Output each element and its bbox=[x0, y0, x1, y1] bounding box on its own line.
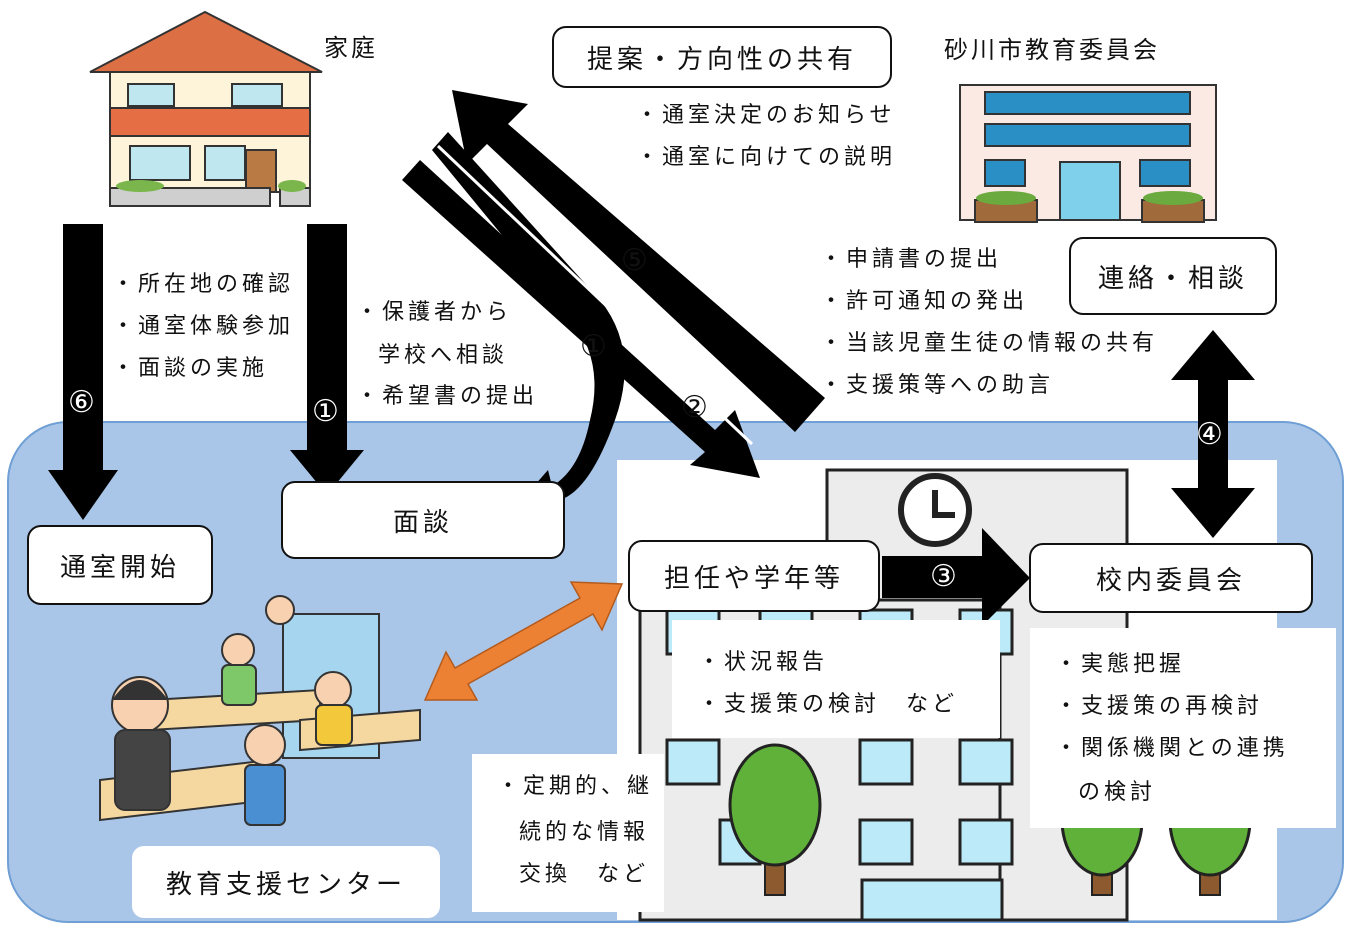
classroom-illustration bbox=[99, 595, 421, 826]
step-4-label: ④ bbox=[1196, 417, 1223, 452]
arrow-1-down bbox=[290, 224, 364, 495]
house-icon bbox=[89, 10, 323, 207]
homeroom-note-1: ・状況報告 bbox=[698, 650, 829, 675]
step-5-label: ⑤ bbox=[621, 243, 648, 278]
arrow-3 bbox=[882, 528, 1030, 626]
board-label: 砂川市教育委員会 bbox=[944, 36, 1160, 64]
board-note-2: ・許可通知の発出 bbox=[820, 289, 1029, 314]
exchange-note-2: 続的な情報 bbox=[519, 820, 650, 845]
exchange-note-1: ・定期的、継 bbox=[497, 774, 654, 799]
exchange-arrow bbox=[423, 581, 624, 701]
board-note-1: ・申請書の提出 bbox=[820, 247, 1003, 272]
arrow-5 bbox=[452, 90, 825, 432]
proposal-note-1: ・通室決定のお知らせ bbox=[636, 103, 896, 128]
homeroom-box: 担任や学年等 bbox=[628, 540, 880, 612]
step-3-label: ③ bbox=[930, 559, 957, 594]
center-label: 教育支援センター bbox=[132, 846, 440, 918]
arrow-1-curve bbox=[432, 132, 625, 520]
start-box: 通室開始 bbox=[27, 525, 213, 605]
committee-box: 校内委員会 bbox=[1029, 543, 1313, 613]
board-note-4: ・支援策等への助言 bbox=[820, 373, 1055, 398]
committee-note-3: ・関係機関との連携 bbox=[1055, 736, 1289, 761]
arrow-4 bbox=[1171, 330, 1255, 538]
step-1-curve-label: ① bbox=[580, 329, 607, 364]
board-note-3: ・当該児童生徒の情報の共有 bbox=[820, 331, 1159, 356]
exchange-note-3: 交換 など bbox=[519, 862, 650, 887]
parent-note-2: 学校へ相談 bbox=[378, 343, 509, 368]
parent-note-1: ・保護者から bbox=[356, 300, 513, 325]
start-note-1: ・所在地の確認 bbox=[112, 272, 295, 297]
proposal-note-2: ・通室に向けての説明 bbox=[636, 145, 897, 170]
parent-note-3: ・希望書の提出 bbox=[356, 384, 539, 409]
home-label: 家庭 bbox=[324, 34, 378, 62]
arrow-2-separator bbox=[436, 144, 754, 446]
step-2-label: ② bbox=[681, 390, 708, 425]
step-6-label: ⑥ bbox=[68, 385, 95, 420]
board-building-icon bbox=[959, 84, 1217, 223]
homeroom-note-panel bbox=[672, 620, 1000, 738]
arrow-6 bbox=[48, 224, 118, 520]
interview-box: 面談 bbox=[281, 481, 565, 559]
homeroom-note-2: ・支援策の検討 など bbox=[698, 692, 959, 717]
committee-note-2: ・支援策の再検討 bbox=[1055, 694, 1264, 719]
arrows bbox=[48, 90, 1255, 626]
committee-note-4: の検討 bbox=[1078, 780, 1157, 805]
contact-box: 連絡・相談 bbox=[1069, 237, 1277, 315]
committee-note-1: ・実態把握 bbox=[1055, 652, 1186, 677]
start-note-3: ・面談の実施 bbox=[112, 356, 269, 381]
exchange-note-panel bbox=[472, 754, 664, 912]
step-1-down-label: ① bbox=[312, 394, 339, 429]
committee-note-panel bbox=[1030, 628, 1336, 828]
start-note-2: ・通室体験参加 bbox=[112, 314, 295, 339]
proposal-box: 提案・方向性の共有 bbox=[552, 26, 892, 88]
